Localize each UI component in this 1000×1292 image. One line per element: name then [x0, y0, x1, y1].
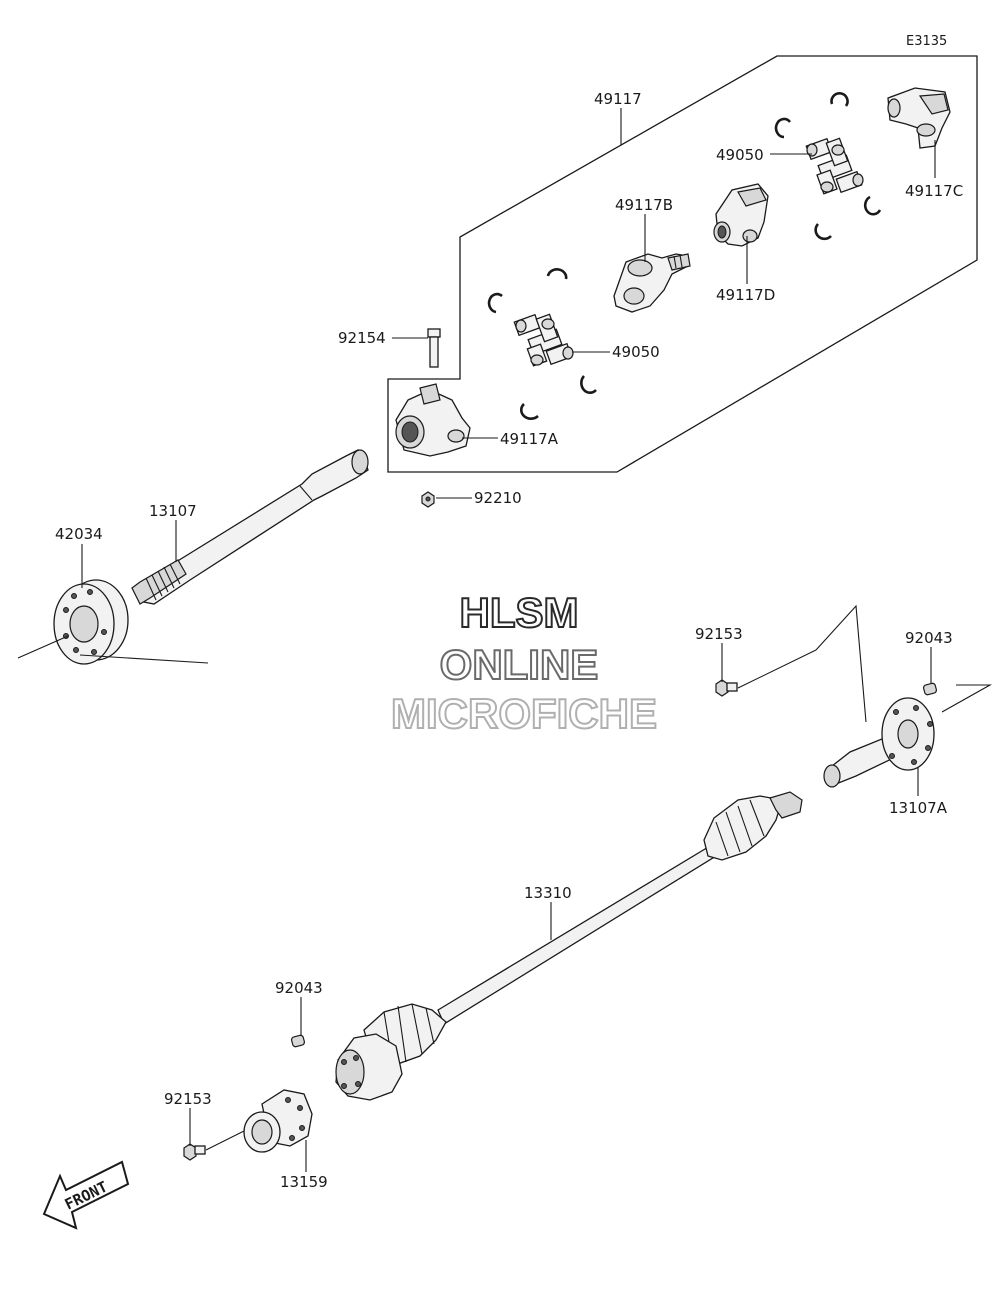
cross-joint-49050-lower-part[interactable]	[513, 313, 574, 367]
clip-icon	[814, 223, 832, 241]
label-92210[interactable]: 92210	[474, 489, 522, 507]
clip-icon	[580, 375, 597, 395]
assembly-frame-49117	[387, 55, 978, 473]
yoke-49117A-part[interactable]	[395, 383, 471, 457]
rear-flange-shaft-13107A-part[interactable]	[823, 697, 935, 788]
label-92154[interactable]: 92154	[338, 329, 386, 347]
plug-92043-upper-part[interactable]	[922, 682, 938, 696]
diagram-code: E3135	[906, 34, 947, 49]
clip-icon	[519, 403, 539, 420]
bolt-92153-upper-part[interactable]	[715, 679, 738, 697]
label-49117C[interactable]: 49117C	[905, 182, 963, 200]
front-shaft-13107-part[interactable]	[131, 449, 369, 605]
label-49117D[interactable]: 49117D	[716, 286, 775, 304]
label-13310[interactable]: 13310	[524, 884, 572, 902]
joint-flange-13159-part[interactable]	[243, 1089, 313, 1153]
clip-icon	[863, 195, 882, 216]
cross-joint-49050-upper-part[interactable]	[805, 137, 864, 195]
rear-flange-reference-line	[815, 604, 993, 723]
label-49117A[interactable]: 49117A	[500, 430, 559, 448]
label-92153-upper[interactable]: 92153	[695, 625, 743, 643]
flange-42034-part[interactable]	[53, 579, 129, 665]
label-13107A[interactable]: 13107A	[889, 799, 948, 817]
bolt-92153-lower-part[interactable]	[183, 1143, 206, 1161]
watermark-line-3: MICROFICHE	[391, 690, 657, 737]
label-49117B[interactable]: 49117B	[615, 196, 673, 214]
yoke-49117C-part[interactable]	[887, 87, 951, 149]
label-13159[interactable]: 13159	[280, 1173, 328, 1191]
label-49117[interactable]: 49117	[594, 90, 642, 108]
front-arrow-icon: FRONT	[42, 1160, 130, 1230]
nut-92210-part[interactable]	[421, 491, 435, 508]
label-13107[interactable]: 13107	[149, 502, 197, 520]
leader-lines	[81, 108, 936, 1172]
label-92043-upper[interactable]: 92043	[905, 629, 953, 647]
yoke-49117B-part[interactable]	[613, 253, 691, 313]
label-49050-upper[interactable]: 49050	[716, 146, 764, 164]
watermark-line-1: HLSM	[460, 589, 579, 636]
flange-reference-line	[17, 635, 209, 664]
bolt-reference-line	[737, 649, 817, 689]
clip-icon	[546, 268, 568, 280]
clip-icon	[774, 117, 792, 139]
clip-icon	[487, 292, 503, 314]
bolt-92154-part[interactable]	[427, 328, 441, 368]
label-92043-lower[interactable]: 92043	[275, 979, 323, 997]
label-42034[interactable]: 42034	[55, 525, 103, 543]
plug-92043-lower-part[interactable]	[290, 1034, 306, 1048]
watermark-line-2: ONLINE	[440, 641, 599, 688]
yoke-49117D-part[interactable]	[713, 183, 769, 247]
rear-drive-shaft-13310-part[interactable]	[335, 791, 803, 1101]
label-92153-lower[interactable]: 92153	[164, 1090, 212, 1108]
clip-icon	[830, 92, 849, 107]
label-49050-lower[interactable]: 49050	[612, 343, 660, 361]
